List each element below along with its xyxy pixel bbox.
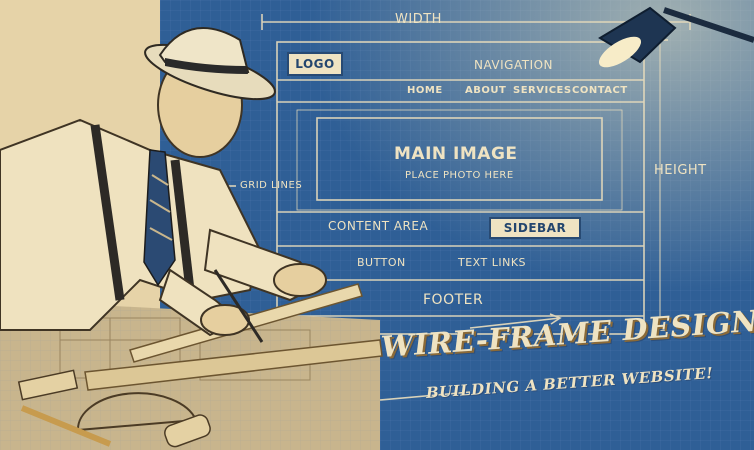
text-links-label: TEXT LINKS [458, 256, 527, 269]
content-area-label: CONTENT AREA [328, 219, 429, 233]
sidebar-label: SIDEBAR [503, 221, 567, 235]
navigation-label: NAVIGATION [474, 58, 554, 72]
width-label: WIDTH [395, 12, 442, 27]
draftsman-figure [0, 27, 327, 343]
button-label: BUTTON [357, 256, 406, 269]
nav-link-about: ABOUT [465, 85, 507, 96]
wireframe-lines [228, 14, 691, 401]
desk-lamp [598, 6, 754, 68]
nav-link-contact: CONTACT [572, 85, 628, 96]
footer-label: FOOTER [423, 292, 484, 308]
nav-link-home: HOME [407, 85, 443, 96]
logo-box: LOGO [287, 52, 343, 76]
height-label: HEIGHT [654, 163, 707, 178]
drafting-table [0, 283, 383, 450]
sidebar-box: SIDEBAR [489, 217, 581, 239]
grid-lines-label: GRID LINES [240, 180, 303, 191]
protractor [76, 392, 198, 432]
main-image-sub: PLACE PHOTO HERE [405, 170, 514, 181]
eraser [17, 369, 79, 401]
logo-label: LOGO [295, 57, 335, 71]
main-image-label: MAIN IMAGE [394, 144, 518, 164]
nav-link-services: SERVICES [513, 85, 572, 96]
